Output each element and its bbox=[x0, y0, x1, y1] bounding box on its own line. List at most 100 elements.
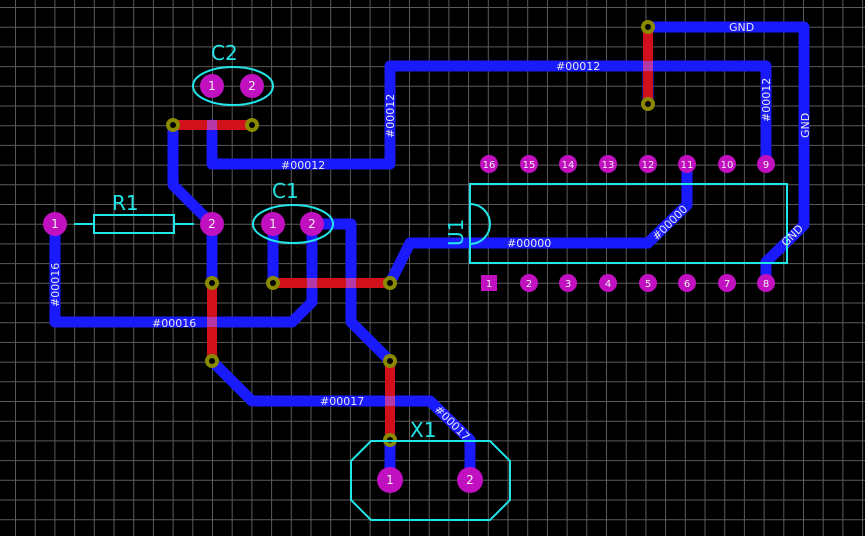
u1-pad[interactable] bbox=[678, 155, 696, 173]
crossing-marker bbox=[307, 278, 317, 288]
u1-pad-number: 11 bbox=[681, 160, 694, 171]
u1-pad-number: 9 bbox=[763, 160, 769, 171]
crossing-highlights bbox=[207, 61, 653, 406]
c2-pad-1-number: 1 bbox=[208, 79, 216, 93]
via-hole bbox=[645, 24, 651, 30]
via-hole bbox=[387, 358, 393, 364]
x1-pad-1-number: 1 bbox=[386, 473, 394, 487]
trace-00016[interactable] bbox=[49, 218, 318, 328]
u1-pad-number: 3 bbox=[565, 279, 571, 290]
r1-pad-1[interactable] bbox=[43, 212, 67, 236]
crossing-marker bbox=[346, 278, 356, 288]
u1-pad-number: 15 bbox=[523, 160, 536, 171]
u1-ref-label: U1 bbox=[444, 219, 468, 246]
u1-pad[interactable] bbox=[481, 275, 497, 291]
via-hole bbox=[270, 280, 276, 286]
u1-pad[interactable] bbox=[718, 274, 736, 292]
trace-c2-r1[interactable] bbox=[167, 119, 218, 289]
u1-pad-number: 6 bbox=[684, 279, 690, 290]
c1-pad-2[interactable] bbox=[300, 212, 324, 236]
x1-ref-label: X1 bbox=[410, 418, 436, 442]
u1-pad-number: 5 bbox=[645, 279, 651, 290]
via-hole bbox=[387, 280, 393, 286]
via-hole bbox=[209, 280, 215, 286]
u1-pad[interactable] bbox=[599, 274, 617, 292]
u1-pad-number: 7 bbox=[724, 279, 730, 290]
u1-notch bbox=[469, 203, 491, 245]
r1-pad-1-number: 1 bbox=[51, 217, 59, 231]
net-label-gnd-right: GND bbox=[799, 113, 812, 138]
u1-outline[interactable] bbox=[469, 183, 788, 264]
net-label-00012-mid: #00012 bbox=[281, 159, 325, 172]
net-label-00017-horiz: #00017 bbox=[320, 395, 364, 408]
x1-pad-1[interactable] bbox=[377, 467, 403, 493]
crossing-marker bbox=[207, 317, 217, 327]
x1-pad-2[interactable] bbox=[457, 467, 483, 493]
trace-00017[interactable] bbox=[206, 355, 476, 486]
crossing-marker bbox=[207, 120, 217, 130]
c1-pad-2-number: 2 bbox=[308, 217, 316, 231]
u1-pad-number: 4 bbox=[605, 279, 611, 290]
r1-ref-label: R1 bbox=[112, 191, 139, 215]
u1-pad[interactable] bbox=[559, 274, 577, 292]
r1-pad-2-number: 2 bbox=[208, 217, 216, 231]
u1-pad[interactable] bbox=[639, 155, 657, 173]
net-label-00016-horiz: #00016 bbox=[152, 317, 196, 330]
u1-pad[interactable] bbox=[520, 155, 538, 173]
u1-pad[interactable] bbox=[520, 274, 538, 292]
u1-pad[interactable] bbox=[757, 155, 775, 173]
pads bbox=[43, 74, 483, 493]
x1-pad-2-number: 2 bbox=[466, 473, 474, 487]
via-holes bbox=[170, 24, 651, 443]
r1-pad-2[interactable] bbox=[200, 212, 224, 236]
trace-gnd-top[interactable] bbox=[642, 21, 810, 289]
c2-ref-label: C2 bbox=[211, 41, 238, 65]
x1-outline[interactable] bbox=[350, 440, 511, 521]
via-hole bbox=[249, 122, 255, 128]
c1-ref-label: C1 bbox=[272, 179, 299, 203]
u1-pad-number: 2 bbox=[526, 279, 532, 290]
c1-pad-1-number: 1 bbox=[269, 217, 277, 231]
c2-pad-2-number: 2 bbox=[248, 79, 256, 93]
trace-00000[interactable] bbox=[384, 158, 693, 289]
u1-pad[interactable] bbox=[480, 155, 498, 173]
trace-00012-main[interactable] bbox=[206, 60, 654, 170]
u1-pad[interactable] bbox=[599, 155, 617, 173]
u1-pad[interactable] bbox=[678, 274, 696, 292]
u1-pad[interactable] bbox=[718, 155, 736, 173]
c2-pad-2[interactable] bbox=[240, 74, 264, 98]
trace-c1-pin2-x1[interactable] bbox=[306, 218, 396, 367]
u1-pad[interactable] bbox=[639, 274, 657, 292]
c1-pad-1[interactable] bbox=[261, 212, 285, 236]
via-hole bbox=[170, 122, 176, 128]
crossing-marker bbox=[385, 396, 395, 406]
bottom-layer-traces bbox=[49, 21, 810, 486]
net-label-00000-horiz: #00000 bbox=[507, 237, 551, 250]
c2-pad-1[interactable] bbox=[200, 74, 224, 98]
via-hole bbox=[645, 101, 651, 107]
net-label-00012-right: #00012 bbox=[760, 78, 773, 122]
u1-pad-number: 14 bbox=[562, 160, 575, 171]
u1-pad-number: 12 bbox=[642, 160, 655, 171]
ref-labels: C2 C1 R1 X1 U1 bbox=[112, 41, 468, 442]
net-label-00012-top: #00012 bbox=[556, 60, 600, 73]
silkscreen bbox=[74, 66, 788, 521]
c1-outline[interactable] bbox=[252, 204, 334, 244]
net-label-00016-vert: #00016 bbox=[49, 263, 62, 307]
u1-pad-number: 1 bbox=[486, 279, 492, 290]
u1-pad-number: 13 bbox=[602, 160, 615, 171]
pad-numbers: 1 2 1 2 1 2 1 2 bbox=[51, 79, 474, 487]
u1-pad[interactable] bbox=[559, 155, 577, 173]
u1-pad-number: 10 bbox=[721, 160, 734, 171]
c2-outline[interactable] bbox=[192, 66, 274, 106]
u1-pad-number: 16 bbox=[483, 160, 496, 171]
crossing-marker bbox=[643, 61, 653, 71]
via-hole bbox=[209, 358, 215, 364]
u1-pad[interactable] bbox=[757, 274, 775, 292]
u1-pad-number: 8 bbox=[763, 279, 769, 290]
net-label-00012-left: #00012 bbox=[384, 94, 397, 138]
net-label-gnd-top: GND bbox=[729, 21, 754, 34]
